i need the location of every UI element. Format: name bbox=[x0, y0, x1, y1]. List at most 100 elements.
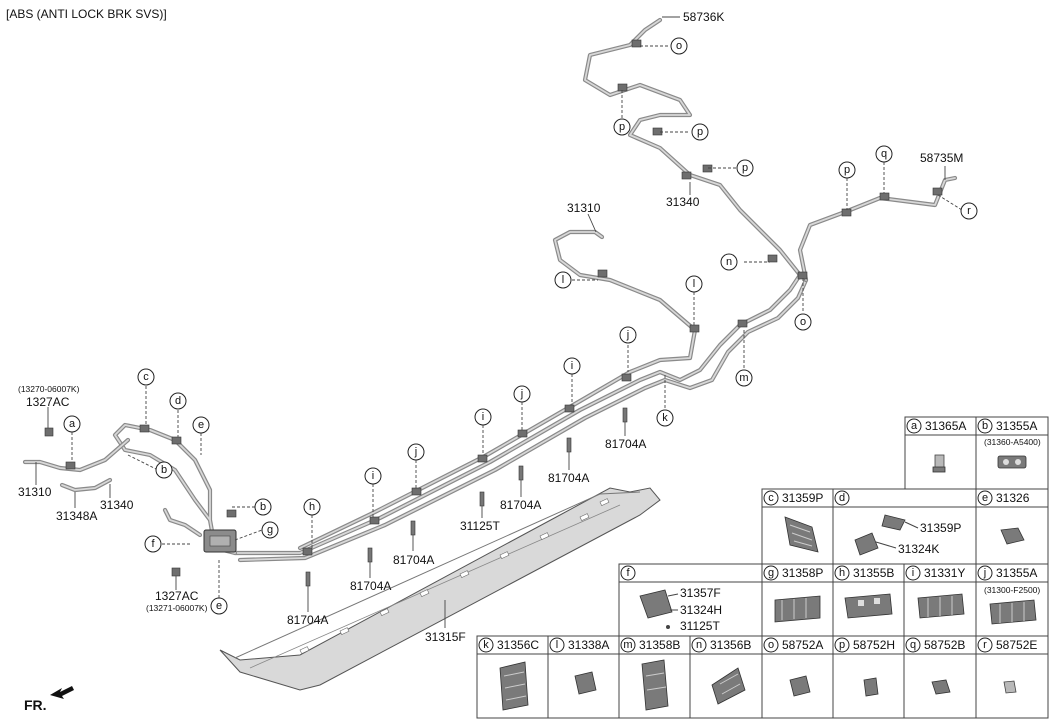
svg-text:31356C: 31356C bbox=[497, 638, 539, 652]
svg-text:e: e bbox=[216, 600, 222, 612]
svg-text:l: l bbox=[562, 274, 564, 286]
thumb-n bbox=[711, 667, 746, 705]
svg-text:l: l bbox=[556, 639, 558, 651]
marker-p-2: p bbox=[691, 123, 709, 141]
callout-81704A-4: 81704A bbox=[500, 498, 541, 512]
svg-text:g: g bbox=[267, 524, 273, 536]
callout-1327AC-top-sub: (13270-06007K) bbox=[18, 384, 80, 394]
svg-text:p: p bbox=[742, 162, 748, 174]
marker-d: d bbox=[169, 392, 187, 410]
thumb-e bbox=[1000, 527, 1025, 545]
svg-text:(31300-F2500): (31300-F2500) bbox=[984, 585, 1040, 595]
thumb-j bbox=[989, 599, 1037, 625]
marker-o-right: o bbox=[794, 313, 812, 331]
marker-e-top: e bbox=[192, 416, 210, 434]
callout-1327AC-bot: 1327AC bbox=[155, 589, 199, 603]
marker-j-2: j bbox=[513, 385, 531, 403]
marker-e-bot: e bbox=[210, 597, 228, 615]
callout-31340-top: 31340 bbox=[666, 195, 700, 209]
svg-text:31359P: 31359P bbox=[782, 491, 823, 505]
callout-31310-left: 31310 bbox=[18, 485, 52, 499]
thumb-o bbox=[789, 675, 811, 697]
svg-text:r: r bbox=[983, 639, 987, 651]
svg-text:(31360-A5400): (31360-A5400) bbox=[984, 437, 1041, 447]
marker-p-4: p bbox=[838, 161, 856, 179]
svg-text:31355A: 31355A bbox=[996, 419, 1037, 433]
svg-text:31331Y: 31331Y bbox=[924, 566, 965, 580]
callout-31348A: 31348A bbox=[56, 509, 97, 523]
svg-text:n: n bbox=[696, 639, 702, 651]
thumb-f bbox=[639, 589, 679, 629]
svg-text:i: i bbox=[482, 411, 484, 423]
marker-q: q bbox=[875, 145, 893, 163]
svg-text:58752E: 58752E bbox=[996, 638, 1037, 652]
svg-text:k: k bbox=[483, 639, 489, 651]
marker-n: n bbox=[720, 253, 738, 271]
marker-l-1: l bbox=[554, 271, 572, 289]
legend-r: r 58752E bbox=[977, 637, 1037, 653]
legend-thumbnails bbox=[499, 454, 1037, 711]
legend-i: i 31331Y bbox=[905, 565, 965, 581]
svg-text:i: i bbox=[571, 360, 573, 372]
svg-text:f: f bbox=[626, 567, 630, 579]
thumb-c bbox=[784, 516, 819, 553]
front-arrow-icon bbox=[50, 686, 74, 699]
svg-text:h: h bbox=[309, 501, 315, 513]
svg-text:31356B: 31356B bbox=[710, 638, 751, 652]
marker-j-1: j bbox=[619, 326, 637, 344]
svg-text:m: m bbox=[623, 639, 632, 651]
thumb-k bbox=[499, 661, 529, 711]
marker-k: k bbox=[656, 409, 674, 427]
svg-text:31365A: 31365A bbox=[925, 419, 966, 433]
callout-31310-top: 31310 bbox=[567, 201, 601, 215]
callout-81704A-2: 81704A bbox=[350, 579, 391, 593]
callout-31340-left: 31340 bbox=[100, 498, 134, 512]
svg-text:31338A: 31338A bbox=[568, 638, 609, 652]
svg-text:p: p bbox=[844, 164, 850, 176]
svg-text:c: c bbox=[768, 492, 774, 504]
svg-text:p: p bbox=[619, 121, 625, 133]
svg-text:b: b bbox=[260, 501, 266, 513]
svg-text:31355A: 31355A bbox=[996, 566, 1037, 580]
marker-c: c bbox=[137, 368, 155, 386]
tube-clips bbox=[44, 39, 943, 577]
svg-text:b: b bbox=[161, 464, 167, 476]
svg-text:j: j bbox=[414, 446, 417, 458]
marker-j-3: j bbox=[407, 443, 425, 461]
marker-f: f bbox=[144, 535, 162, 553]
svg-text:58752A: 58752A bbox=[782, 638, 823, 652]
underbody-cover bbox=[219, 487, 661, 691]
marker-a: a bbox=[63, 415, 81, 433]
svg-text:j: j bbox=[983, 567, 986, 579]
svg-text:q: q bbox=[881, 148, 887, 160]
marker-i-2: i bbox=[474, 408, 492, 426]
thumb-a bbox=[932, 454, 946, 473]
svg-text:i: i bbox=[912, 567, 914, 579]
svg-text:o: o bbox=[800, 316, 806, 328]
svg-text:58752H: 58752H bbox=[853, 638, 895, 652]
callout-81704A-6: 81704A bbox=[605, 437, 646, 451]
thumb-r bbox=[1003, 680, 1017, 694]
marker-r: r bbox=[960, 202, 978, 220]
callout-1327AC-top: 1327AC bbox=[26, 395, 70, 409]
svg-text:31125T: 31125T bbox=[680, 619, 720, 633]
marker-b-1: b bbox=[155, 461, 173, 479]
svg-text:a: a bbox=[911, 420, 918, 432]
thumb-d bbox=[854, 514, 919, 556]
marker-g: g bbox=[261, 521, 279, 539]
svg-text:j: j bbox=[626, 329, 629, 341]
svg-text:p: p bbox=[839, 639, 845, 651]
svg-text:r: r bbox=[967, 205, 971, 217]
legend-k: k 31356C bbox=[478, 637, 539, 653]
svg-text:p: p bbox=[697, 126, 703, 138]
svg-text:e: e bbox=[982, 492, 988, 504]
marker-o-top: o bbox=[670, 37, 688, 55]
legend-a: a 31365A bbox=[906, 418, 966, 434]
front-direction: FR. bbox=[24, 686, 74, 713]
svg-text:k: k bbox=[662, 412, 668, 424]
